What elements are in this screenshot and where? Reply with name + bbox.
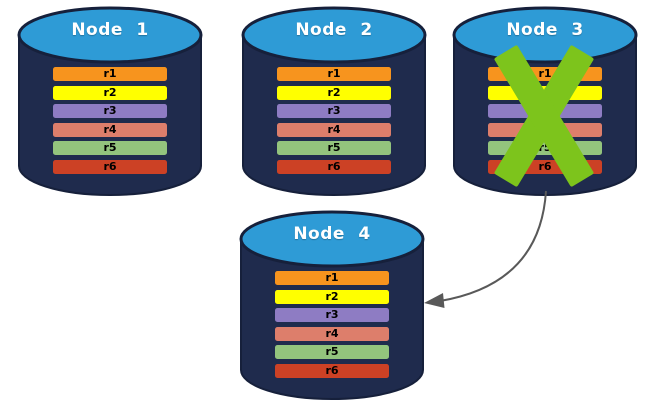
- node-3-label: Node 3: [506, 20, 584, 40]
- row-r2: r2: [277, 85, 391, 100]
- row-r3: r3: [275, 308, 389, 323]
- arrow-curve: [439, 190, 547, 302]
- row-r6: r6: [275, 363, 389, 378]
- node-2-rows: r1 r2 r3 r4 r5 r6: [277, 67, 391, 174]
- row-r2: r2: [53, 85, 167, 100]
- cylinder-top: [239, 210, 425, 268]
- row-r5: r5: [275, 345, 389, 360]
- node-4-label: Node 4: [293, 224, 371, 244]
- row-r4: r4: [277, 122, 391, 137]
- row-r4: r4: [53, 122, 167, 137]
- node-1-rows: r1 r2 r3 r4 r5 r6: [53, 67, 167, 174]
- row-r6: r6: [53, 159, 167, 174]
- row-r3: r3: [53, 104, 167, 119]
- failure-x-icon: [494, 45, 594, 187]
- node-2: Node 2 r1 r2 r3 r4 r5 r6: [240, 5, 428, 197]
- node-1: Node 1 r1 r2 r3 r4 r5 r6: [16, 5, 204, 197]
- node-4: Node 4 r1 r2 r3 r4 r5 r6: [238, 209, 426, 401]
- cylinder-top: [17, 6, 203, 64]
- row-r1: r1: [53, 67, 167, 81]
- row-r2: r2: [275, 289, 389, 304]
- node-2-label: Node 2: [295, 20, 373, 40]
- node-3: Node 3 r1 r2 r3 r4 r5 r6: [451, 5, 639, 197]
- cylinder-top: [452, 6, 638, 64]
- row-r1: r1: [277, 67, 391, 81]
- row-r3: r3: [277, 104, 391, 119]
- row-r4: r4: [275, 326, 389, 341]
- row-r1: r1: [275, 271, 389, 285]
- node-1-label: Node 1: [71, 20, 149, 40]
- row-r6: r6: [277, 159, 391, 174]
- arrowhead-icon: [424, 293, 445, 308]
- row-r5: r5: [277, 141, 391, 156]
- row-r5: r5: [53, 141, 167, 156]
- cylinder-top: [241, 6, 427, 64]
- x-stroke: [494, 45, 594, 187]
- node-4-rows: r1 r2 r3 r4 r5 r6: [275, 271, 389, 378]
